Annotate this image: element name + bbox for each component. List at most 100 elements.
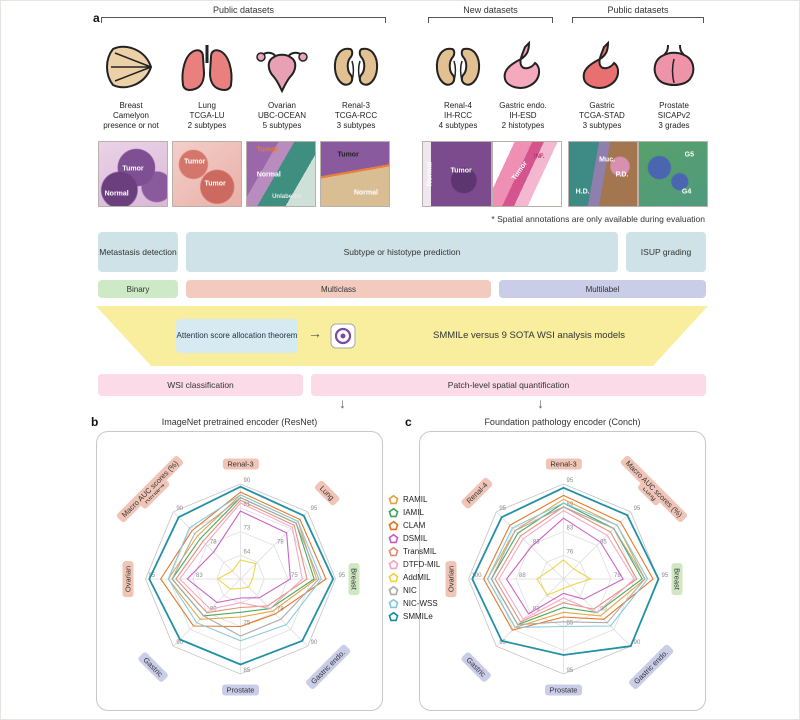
axis-tick-label: 100: [472, 573, 483, 579]
smmile-logo-icon: [330, 323, 356, 349]
dataset-task: 5 subtypes: [262, 121, 302, 130]
dataset-axis-label-renal-3: Renal-3: [222, 458, 259, 470]
bracket-line: [428, 17, 553, 23]
axis-tick-label: 83: [567, 526, 574, 532]
region-annotation-label: Muc.: [599, 156, 616, 164]
dataset-axis-label-breast: Breast: [671, 563, 682, 595]
kidney-icon: [428, 37, 488, 97]
legend-item-dtfd-mil: DTFD-MIL: [388, 558, 440, 571]
axis-tick-label: 75: [291, 573, 298, 579]
legend-item-dsmil: DSMIL: [388, 532, 440, 545]
region-annotation-label: Normal: [426, 161, 434, 187]
panel-b-label: b: [91, 415, 99, 429]
dataset-organ: Gastric: [589, 101, 615, 110]
dataset-task: 4 subtypes: [438, 121, 478, 130]
legend-item-transmil: TransMIL: [388, 545, 440, 558]
spatial-annotation-note: * Spatial annotations are only available…: [491, 214, 705, 224]
region-annotation-label: Normal: [353, 189, 378, 197]
series-ramil: [486, 498, 646, 629]
series-smmile: [471, 486, 660, 656]
axis-tick-label: 83: [196, 573, 203, 579]
pentagon-marker-icon: [388, 507, 399, 517]
series-dtfd-mil: [178, 502, 303, 610]
dataset-organ: Breast: [119, 101, 143, 110]
series-smmile: [148, 485, 335, 666]
pentagon-marker-icon: [388, 572, 399, 582]
series-ramil: [167, 494, 318, 620]
dataset-source: TCGA-STAD: [579, 111, 625, 120]
region-annotation-label: Tumor: [511, 160, 530, 183]
series-nic: [171, 496, 320, 637]
axis-tick-label: 78: [210, 539, 217, 545]
dataset-task: presence or not: [103, 121, 159, 130]
pentagon-marker-icon: [388, 533, 399, 543]
dataset-axis-label-prostate: Prostate: [221, 684, 260, 696]
axis-tick-label: 95: [149, 573, 156, 579]
legend-item-addmil: AddMIL: [388, 571, 440, 584]
legend-label: NIC: [403, 586, 417, 595]
region-annotation-label: Tumor: [450, 167, 472, 175]
axis-tick-label: 75: [244, 621, 251, 627]
axis-tick-label: 90: [176, 640, 183, 646]
axis-tick-label: 95: [499, 506, 506, 512]
axis-tick-label: 85: [600, 539, 607, 545]
pentagon-marker-icon: [388, 559, 399, 569]
dataset-axis-label-renal-3: Renal-3: [545, 458, 582, 470]
region-annotation-label: Tumor: [256, 146, 279, 154]
pentagon-marker-icon: [388, 611, 399, 621]
gastric-histology: Muc.P.D.H.D.: [568, 141, 638, 207]
breast-icon: [101, 37, 161, 97]
axis-tick-label: 90: [176, 506, 183, 512]
region-annotation-label: Tumor: [204, 180, 226, 188]
series-clam: [483, 494, 654, 631]
down-arrow-icon: ↓: [537, 395, 544, 411]
right-arrow-icon: →: [308, 325, 322, 341]
region-annotation-label: G5: [684, 151, 694, 159]
legend-item-ramil: RAMIL: [388, 493, 440, 506]
dataset-source: UBC-OCEAN: [257, 111, 306, 120]
axis-tick-label: 81: [244, 502, 251, 508]
series-nic-wss: [167, 494, 322, 642]
bracket-label: New datasets: [463, 5, 518, 15]
dataset-axis-label-ovarian: Ovarian: [445, 560, 456, 598]
class-box-multiclass: Multiclass: [186, 280, 491, 298]
output-box-wsi-classification: WSI classification: [98, 374, 303, 396]
bracket-line: [572, 17, 704, 23]
class-box-multilabel: Multilabel: [499, 280, 706, 298]
legend-item-clam: CLAM: [388, 519, 440, 532]
dataset-organ: Gastric endo.: [499, 101, 547, 110]
legend-item-nic-wss: NIC-WSS: [388, 597, 440, 610]
axis-tick-label: 88: [519, 573, 526, 579]
kidney-icon: [326, 37, 386, 97]
dataset-axis-label-ovarian: Ovarian: [122, 560, 133, 598]
legend-label: RAMIL: [403, 495, 428, 504]
legend-label: SMMILe: [403, 612, 433, 621]
axis-tick-label: 78: [277, 539, 284, 545]
class-box-binary: Binary: [98, 280, 178, 298]
pentagon-marker-icon: [388, 494, 399, 504]
dataset-organ: Prostate: [659, 101, 689, 110]
dataset-source: IH-ESD: [509, 111, 537, 120]
dataset-source: IH-RCC: [444, 111, 472, 120]
task-box-subtype: Subtype or histotype prediction: [186, 232, 618, 272]
stomach-red-icon: [572, 37, 632, 97]
legend-item-iamil: IAMIL: [388, 506, 440, 519]
dataset-task: 3 subtypes: [582, 121, 622, 130]
model-comparison-text: SMMILe versus 9 SOTA WSI analysis models: [433, 330, 625, 341]
stomach-pink-icon: [493, 37, 553, 97]
dataset-axis-label-breast: Breast: [348, 563, 359, 595]
axis-tick-label: 85: [244, 668, 251, 674]
series-dsmil: [505, 517, 624, 615]
axis-tick-label: 85: [567, 621, 574, 627]
axis-tick-label: 95: [311, 506, 318, 512]
axis-tick-label: 90: [311, 640, 318, 646]
